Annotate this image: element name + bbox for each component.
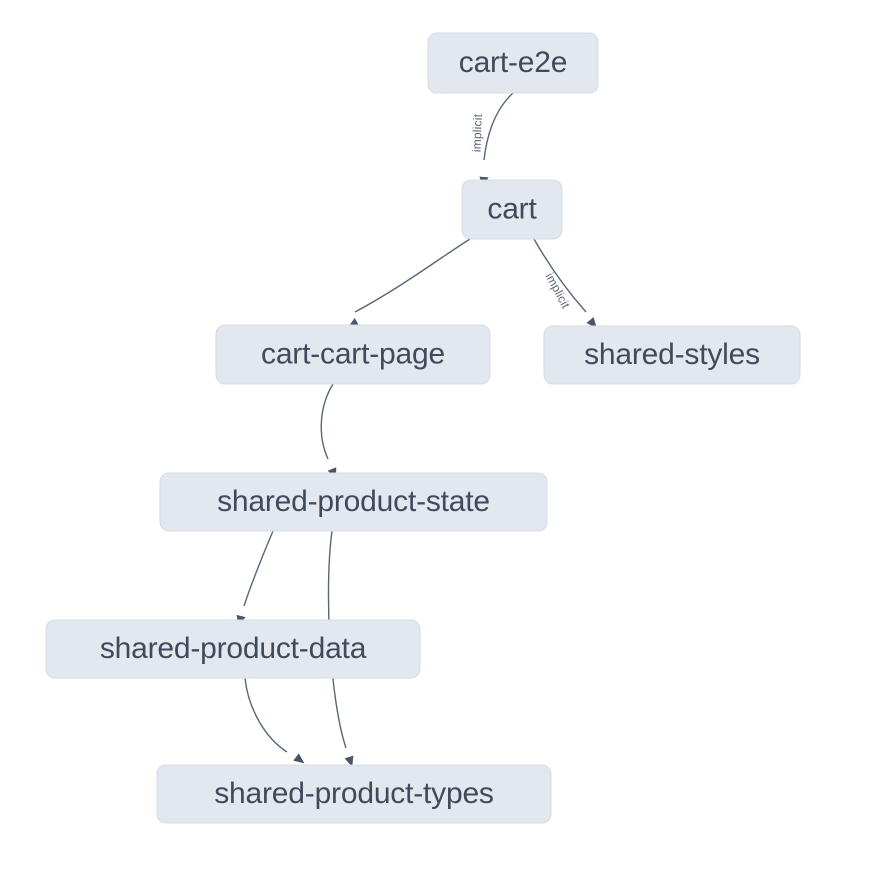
edge-arrowhead — [344, 755, 354, 767]
edge-arrowhead — [586, 317, 597, 329]
node-box[interactable] — [427, 32, 599, 94]
edge-path — [243, 530, 274, 607]
node-box[interactable] — [461, 179, 563, 240]
node-box[interactable] — [215, 324, 491, 385]
edge-label: implicit — [470, 113, 485, 152]
node-box[interactable] — [156, 764, 552, 824]
graph-edge — [236, 530, 274, 627]
edge-path — [320, 383, 334, 460]
node-label: cart-cart-page — [261, 337, 445, 370]
node-box[interactable] — [45, 619, 421, 679]
node-label: shared-product-data — [100, 632, 367, 665]
node-box[interactable] — [159, 472, 548, 532]
node-box[interactable] — [543, 325, 801, 385]
graph-node-cart-cart-page[interactable]: cart-cart-page — [215, 324, 491, 385]
graph-edge — [320, 383, 337, 479]
node-label: shared-styles — [584, 338, 760, 371]
graph-node-shared-product-state[interactable]: shared-product-state — [159, 472, 548, 532]
graph-node-cart[interactable]: cart — [461, 179, 563, 240]
edge-path — [244, 677, 288, 753]
edge-path — [483, 92, 514, 161]
graph-edge — [244, 677, 305, 764]
nodes-layer: cart-e2e cart cart-cart-page shared-styles s… — [45, 32, 801, 824]
node-label: cart — [487, 192, 537, 225]
edge-path — [533, 238, 587, 313]
graph-edge — [533, 238, 597, 329]
edge-path — [354, 238, 471, 313]
graph-node-shared-product-types[interactable]: shared-product-types — [156, 764, 552, 824]
node-label: shared-product-types — [214, 777, 493, 810]
graph-node-shared-product-data[interactable]: shared-product-data — [45, 619, 421, 679]
node-label: cart-e2e — [459, 46, 567, 79]
graph-edge — [347, 238, 471, 328]
graph-node-shared-styles[interactable]: shared-styles — [543, 325, 801, 385]
node-label: shared-product-state — [217, 485, 490, 518]
graph-node-cart-e2e[interactable]: cart-e2e — [427, 32, 599, 94]
edge-arrowhead — [293, 753, 305, 764]
